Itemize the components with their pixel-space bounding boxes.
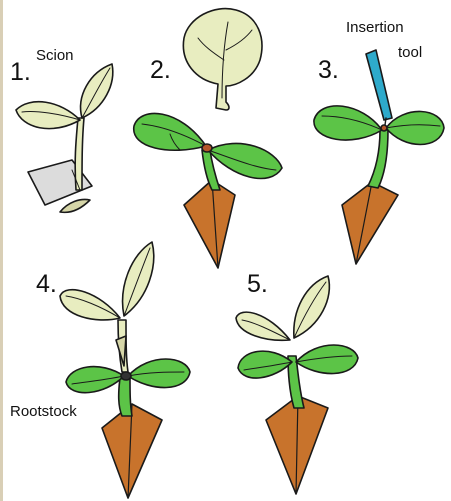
- step-number-5: 5.: [247, 272, 268, 297]
- step3-left-leaf: [314, 106, 382, 140]
- cut-piece: [60, 200, 90, 213]
- step4-scion-left-leaf: [60, 290, 120, 320]
- step-number-2: 2.: [150, 58, 171, 83]
- step4-graft-point: [121, 372, 131, 380]
- scion-label: Scion: [36, 48, 74, 63]
- step5-left-leaf: [238, 351, 292, 378]
- step1-scion-illustration: [16, 64, 113, 212]
- step3-graft-point: [381, 125, 387, 131]
- step-number-1: 1.: [10, 60, 31, 85]
- insertion-tool: [366, 50, 392, 120]
- step2-left-leaf: [134, 113, 206, 150]
- step2-graft-point: [202, 144, 212, 152]
- insertion-tool-label-line2: tool: [398, 45, 422, 60]
- scion-stem: [75, 118, 84, 190]
- step3-right-leaf: [386, 111, 444, 144]
- rootstock-label: Rootstock: [10, 404, 77, 419]
- step-number-3: 3.: [318, 58, 339, 83]
- step5-illustration: [236, 276, 358, 494]
- step2-illustration: [134, 9, 282, 268]
- scion-left-leaf: [16, 102, 80, 129]
- step5-right-leaf: [296, 345, 358, 374]
- step4-rootstock-stem: [119, 378, 132, 416]
- step-number-4: 4.: [36, 272, 57, 297]
- step2-soil-pot: [184, 180, 235, 268]
- step4-left-leaf: [66, 367, 124, 393]
- step2-right-leaf: [208, 143, 282, 178]
- step4-illustration: [60, 242, 190, 498]
- insertion-tool-label-line1: Insertion: [346, 20, 404, 35]
- step3-rootstock-stem: [368, 130, 388, 188]
- step4-right-leaf: [128, 359, 190, 388]
